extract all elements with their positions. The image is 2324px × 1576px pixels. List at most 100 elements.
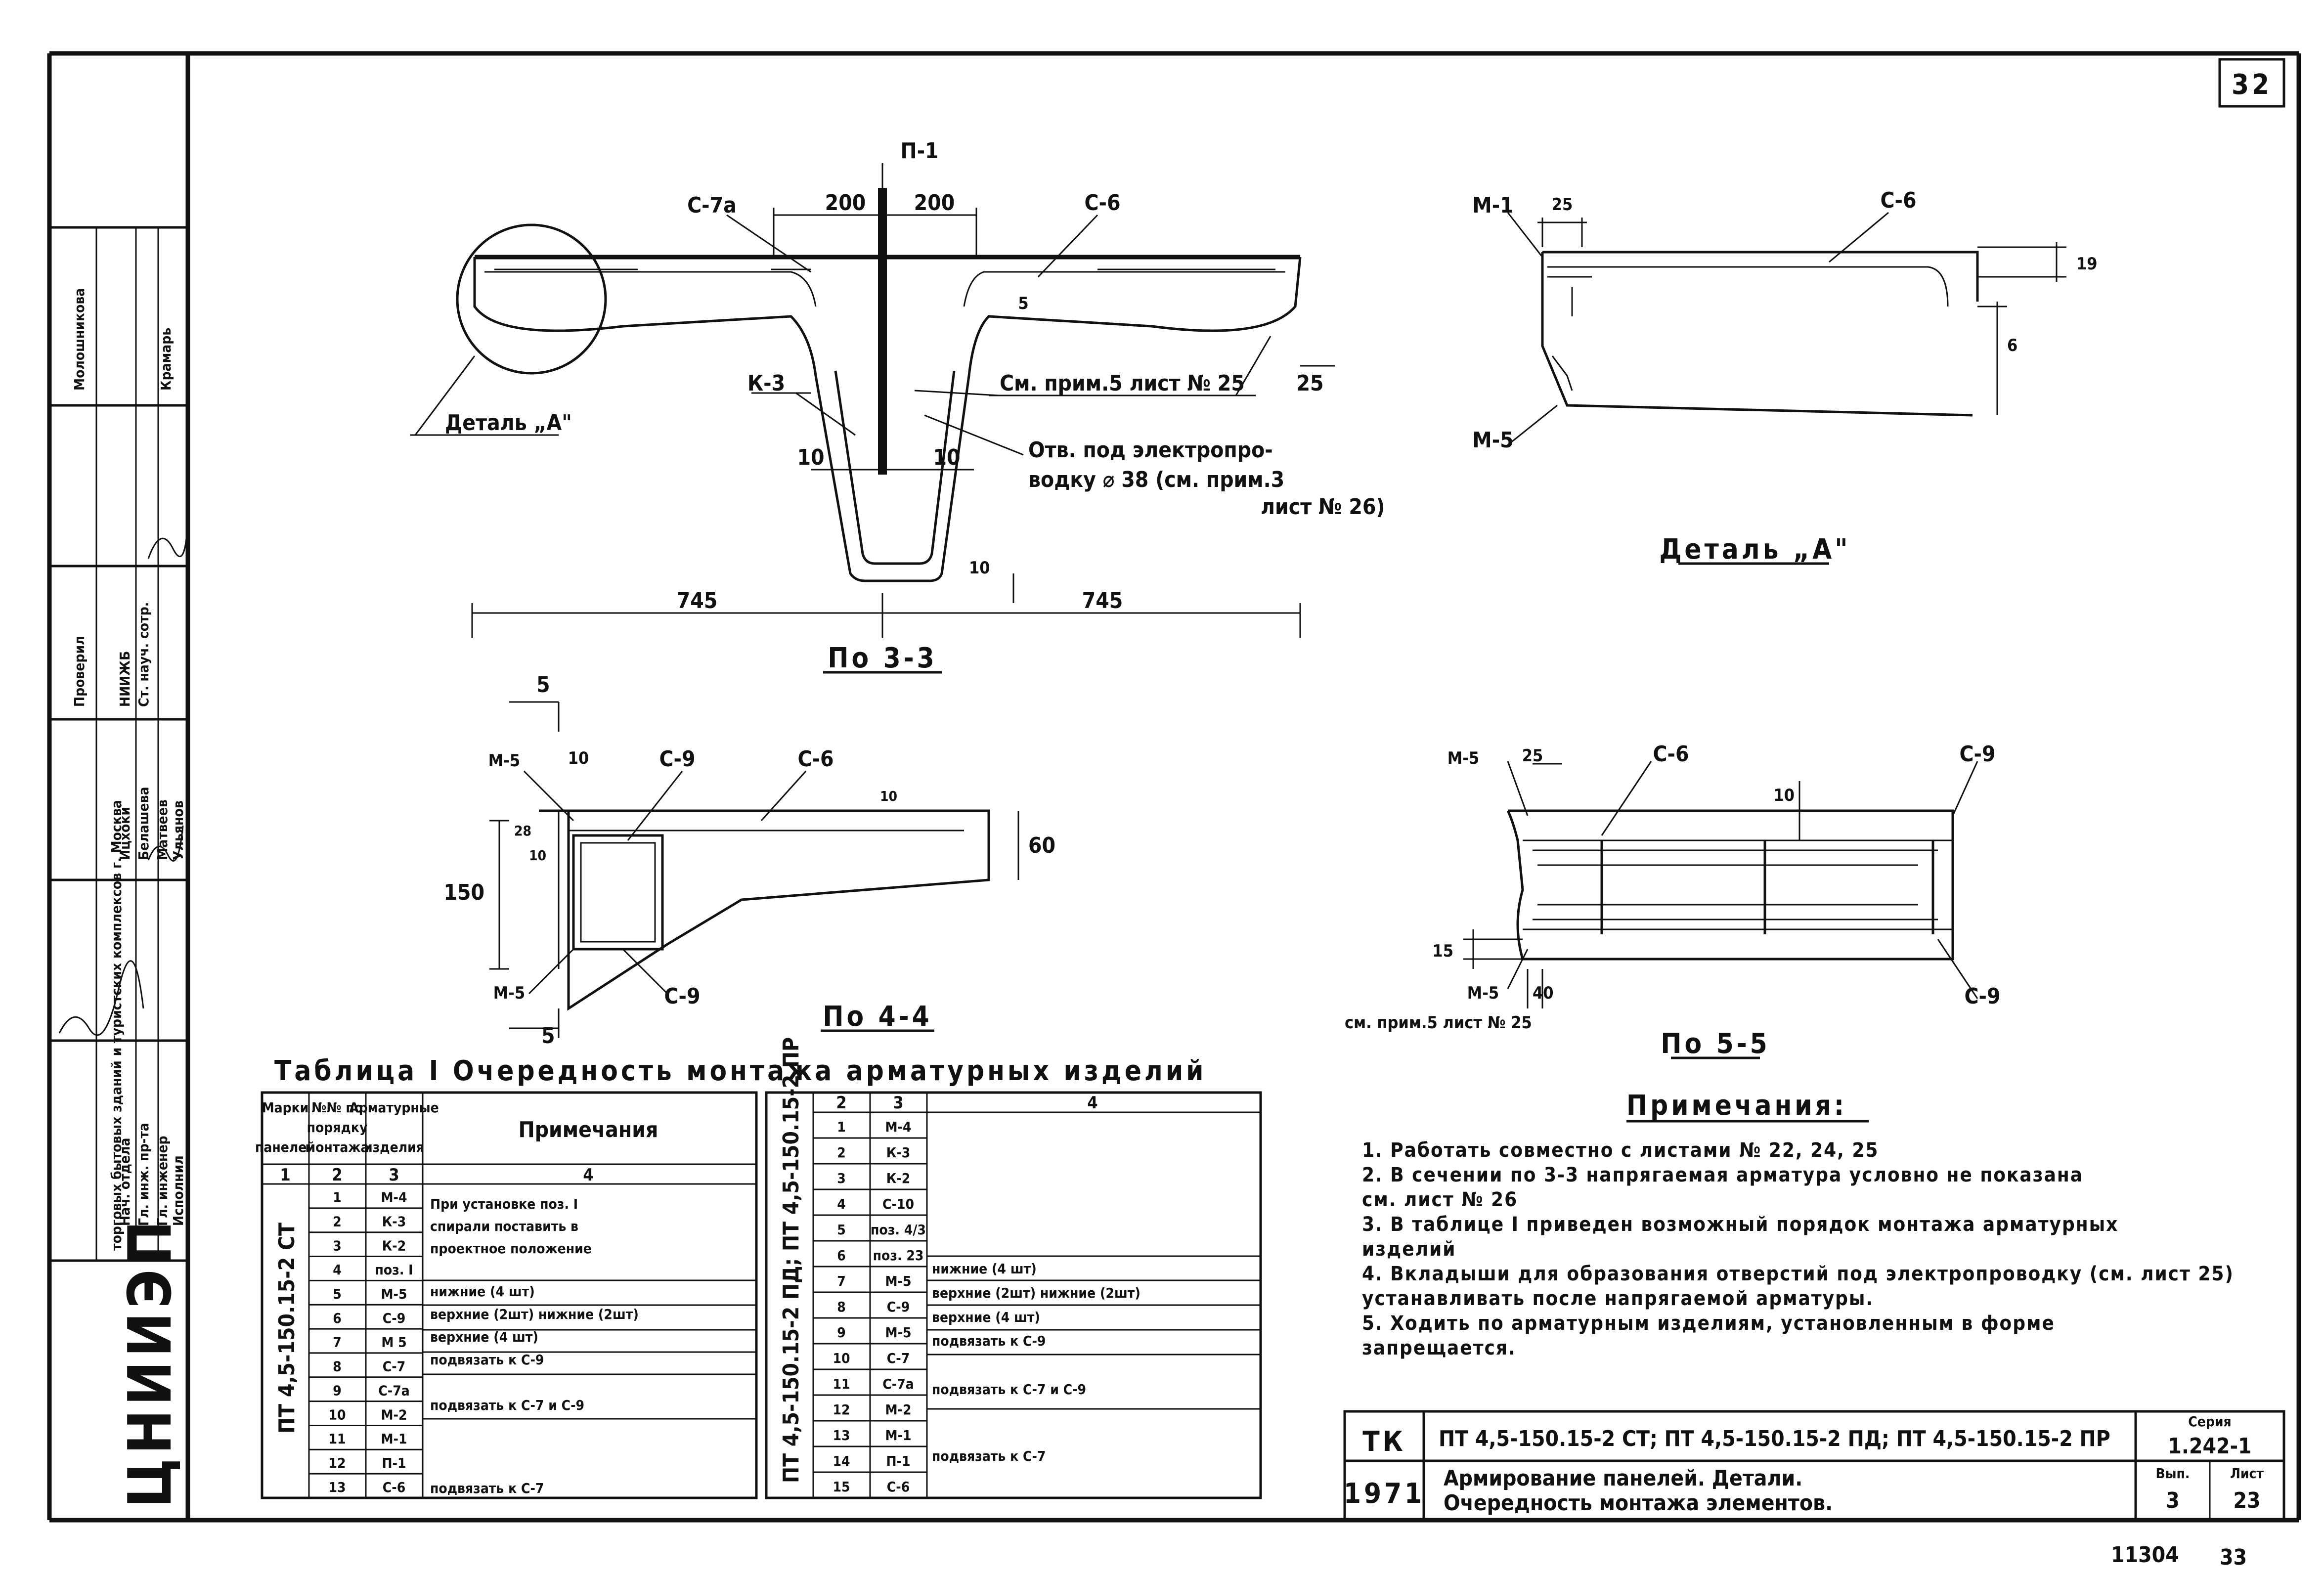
- org-full-name: торговых бытовых зданий и туристских ком…: [108, 800, 125, 1251]
- table-title: Таблица I Очередность монтажа арматурных…: [274, 1055, 1206, 1087]
- rcol-num-3: 3: [893, 1093, 903, 1113]
- s55-ref-note: см. прим.5 лист № 25: [1345, 1013, 1532, 1033]
- s44-label-c9-bottom: С-9: [664, 984, 700, 1009]
- s44-dim-5-top: 5: [536, 672, 550, 698]
- section-5-5-caption: По 5-5: [1661, 1028, 1770, 1060]
- signature-1: [58, 960, 144, 1036]
- section-5-5: [1463, 761, 1978, 1059]
- left-row-num: 11: [328, 1431, 346, 1447]
- right-note-10: подвязать к С-9: [932, 1333, 1046, 1349]
- name-1: Ицхоки: [117, 807, 133, 860]
- right-row-num: 3: [837, 1170, 846, 1186]
- right-row-item: С-9: [887, 1299, 910, 1315]
- s55-dim-40: 40: [1533, 983, 1554, 1003]
- notes-list: 1. Работать совместно с листами № 22, 24…: [1362, 1139, 2234, 1359]
- right-row-num: 13: [833, 1427, 850, 1444]
- label-k3: К-3: [747, 371, 785, 396]
- right-row-num: 1: [837, 1119, 846, 1135]
- stamp-sheet: 23: [2233, 1488, 2260, 1513]
- s44-dim-10-b: 10: [880, 788, 897, 804]
- right-panel-mark: ПТ 4,5-150.15-2 ПД; ПТ 4,5-150.15-2 ПР: [779, 1037, 804, 1483]
- right-row-item: М-4: [885, 1119, 911, 1135]
- stamp-year: 1971: [1344, 1478, 1425, 1510]
- left-row-num: 3: [333, 1237, 342, 1254]
- right-row-num: 5: [837, 1222, 846, 1238]
- note-line: устанавливать после напрягаемой арматуры…: [1362, 1287, 1874, 1310]
- col-num-4: 4: [583, 1165, 593, 1185]
- right-row-item: М-5: [885, 1324, 911, 1341]
- check-label: Проверил: [71, 636, 88, 707]
- note-line: 4. Вкладыши для образования отверстий по…: [1362, 1263, 2234, 1285]
- hdr-item: Арматурные: [349, 1099, 438, 1116]
- left-row-num: 9: [333, 1382, 342, 1399]
- dim-200-right: 200: [914, 190, 955, 216]
- hole-note-1: Отв. под электропро-: [1028, 438, 1273, 463]
- s44-label-m5-top: М-5: [488, 751, 520, 771]
- left-row-num: 10: [328, 1406, 346, 1423]
- section-4-4-caption: По 4-4: [823, 1001, 932, 1033]
- note-line: см. лист № 26: [1362, 1188, 1518, 1211]
- hdr-num: №№ по: [311, 1099, 363, 1116]
- note-line: 3. В таблице I приведен возможный порядо…: [1362, 1213, 2118, 1236]
- right-row-num: 2: [837, 1144, 846, 1161]
- right-row-num: 7: [837, 1273, 846, 1289]
- right-row-num: 12: [833, 1401, 850, 1418]
- left-row-num: 1: [333, 1189, 342, 1206]
- right-row-item: М-2: [885, 1401, 911, 1418]
- detail-a-callout: Деталь „А": [445, 410, 572, 436]
- check-name-2: Крамарь: [158, 328, 174, 391]
- left-row-item: П-1: [382, 1455, 406, 1471]
- left-row-num: 4: [333, 1262, 342, 1278]
- note-line: 1. Работать совместно с листами № 22, 24…: [1362, 1139, 1879, 1162]
- col-num-2: 2: [332, 1165, 342, 1185]
- hdr-num-3: монтажа: [306, 1139, 369, 1155]
- left-note-6: верхние (2шт) нижние (2шт): [430, 1306, 639, 1322]
- left-note-1a: При установке поз. I: [430, 1196, 578, 1212]
- signature-2: [147, 825, 184, 862]
- note-line: изделий: [1362, 1238, 1456, 1261]
- col-num-3: 3: [389, 1165, 399, 1185]
- s55-label-c9-bottom: С-9: [1964, 984, 2000, 1009]
- role-2: Гл. инж. пр-та: [135, 1123, 152, 1226]
- right-note-9: верхние (4 шт): [932, 1309, 1040, 1325]
- left-row-num: 6: [333, 1310, 342, 1326]
- detail-a-caption: Деталь „А": [1660, 533, 1851, 566]
- right-row-item: М-1: [885, 1427, 911, 1444]
- note-line: 2. В сечении по 3-3 напрягаемая арматура…: [1362, 1164, 2083, 1186]
- right-row-num: 9: [837, 1324, 846, 1341]
- left-panel-mark: ПТ 4,5-150.15-2 СТ: [274, 1223, 300, 1434]
- right-row-item: поз. 4/3: [871, 1222, 926, 1238]
- right-row-num: 15: [833, 1479, 850, 1495]
- signature-3: [147, 519, 189, 559]
- left-row-item: С-7: [383, 1358, 405, 1375]
- stamp-title-1: ПТ 4,5-150.15-2 СТ; ПТ 4,5-150.15-2 ПД; …: [1439, 1426, 2110, 1451]
- right-row-num: 11: [833, 1376, 850, 1392]
- left-row-item: К-2: [382, 1237, 406, 1254]
- table-grid: [261, 1091, 1262, 1499]
- s44-label-m5-bottom: М-5: [493, 983, 525, 1003]
- right-row-item: С-6: [887, 1479, 910, 1495]
- check-name-1: Молошникова: [71, 288, 88, 391]
- role-4: Исполнил: [170, 1155, 186, 1226]
- sheet-frame: [47, 51, 2301, 1523]
- role-3: Гл. инженер: [154, 1136, 171, 1226]
- detail-dim-6: 6: [2007, 336, 2017, 355]
- name-2: Белашева: [135, 787, 152, 860]
- section-3-3-caption: По 3-3: [828, 642, 937, 674]
- s44-label-c9-top: С-9: [659, 746, 695, 772]
- right-note-12: подвязать к С-7 и С-9: [932, 1381, 1086, 1398]
- left-row-item: М-4: [381, 1189, 407, 1206]
- right-row-item: С-10: [882, 1196, 914, 1212]
- right-row-num: 10: [833, 1350, 850, 1366]
- s44-dim-5-bottom: 5: [541, 1023, 555, 1049]
- s55-dim-15: 15: [1432, 941, 1453, 961]
- stamp-title-2: Армирование панелей. Детали.: [1444, 1466, 1802, 1491]
- detail-dim-19: 19: [2076, 254, 2098, 274]
- check-role: Ст. науч. сотр.: [135, 602, 152, 707]
- dim-745-right: 745: [1082, 588, 1123, 613]
- s44-dim-10-a: 10: [568, 748, 589, 768]
- left-row-num: 13: [328, 1479, 346, 1495]
- s55-label-m5-bottom: М-5: [1467, 983, 1499, 1003]
